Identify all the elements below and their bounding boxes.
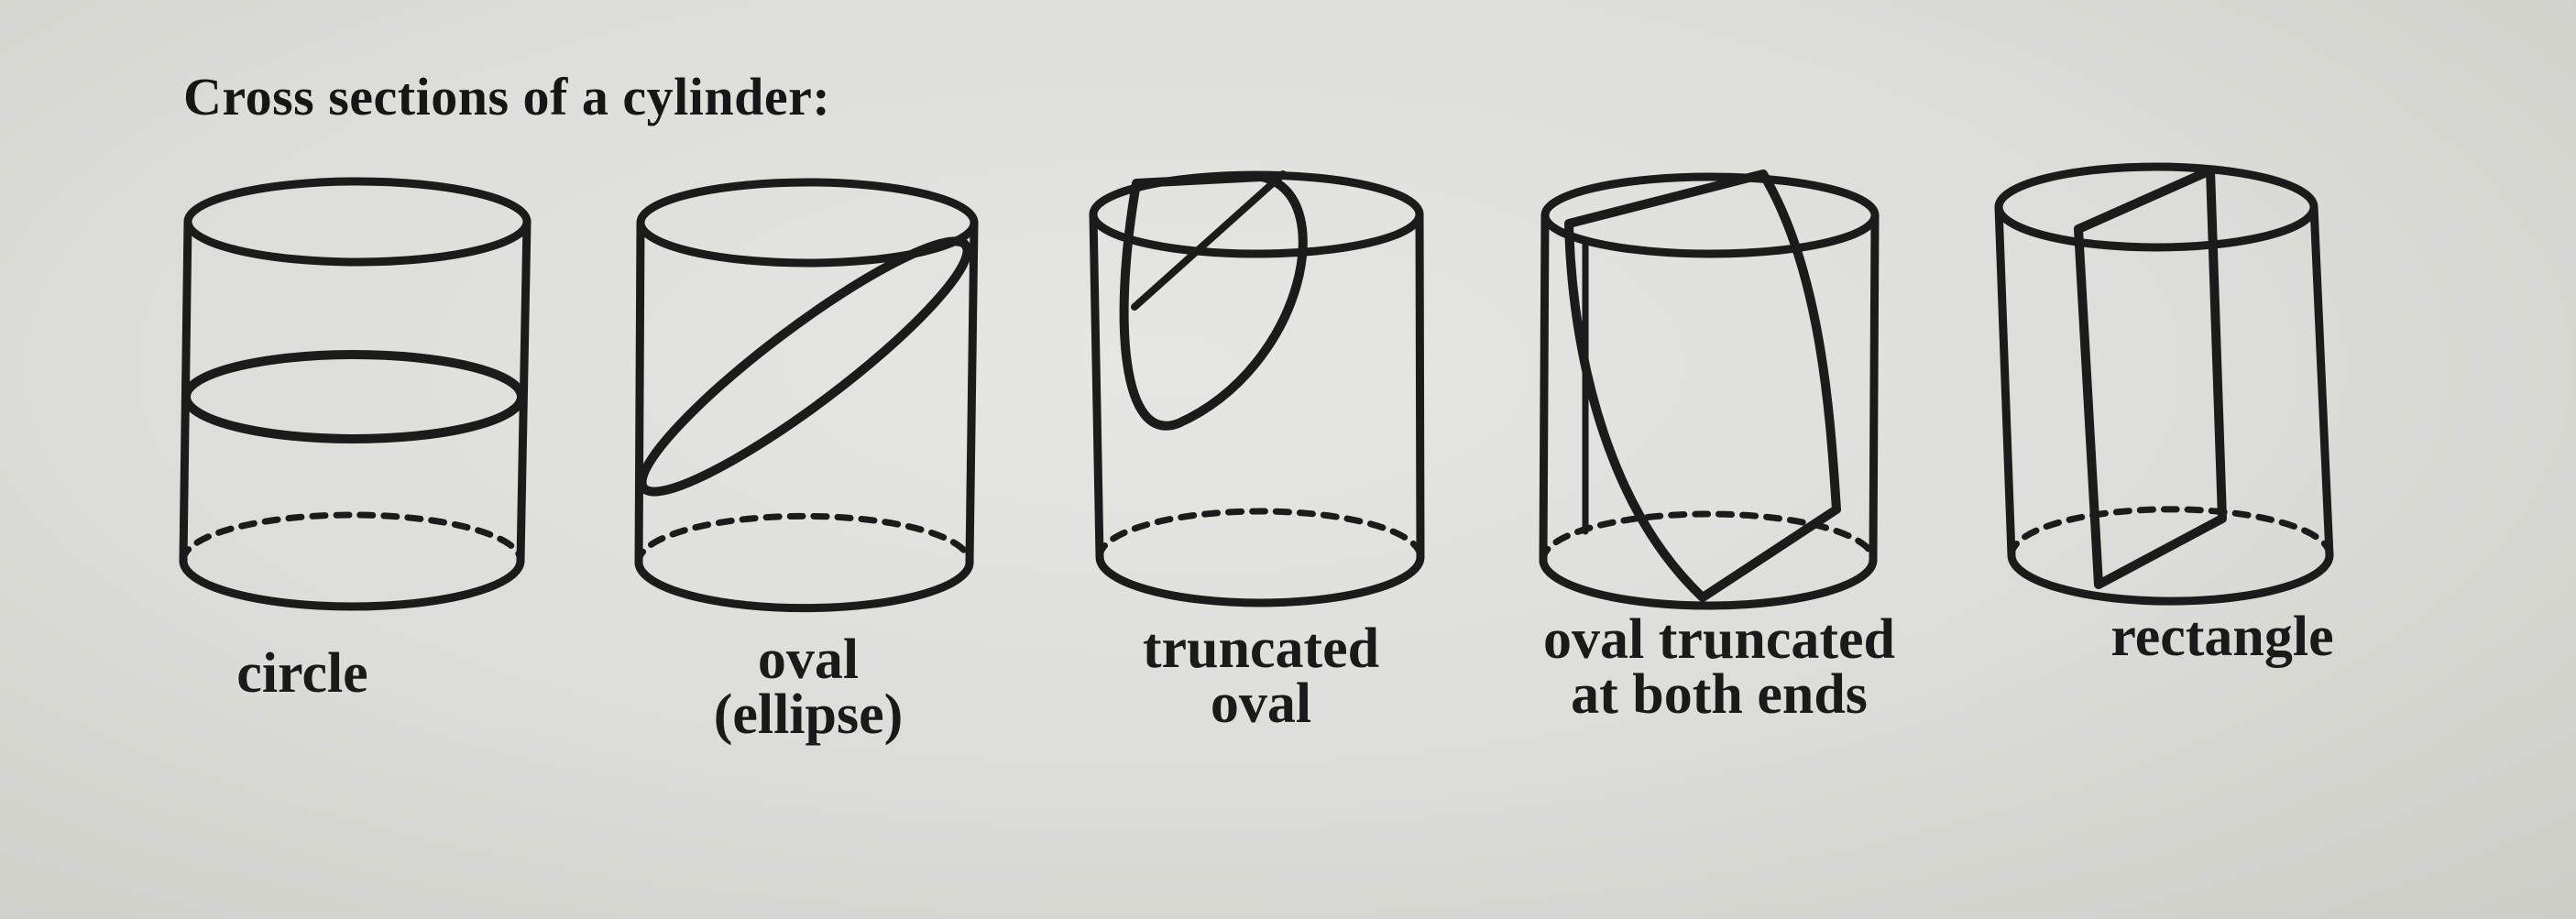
cross-section-truncated-oval <box>1119 172 1308 431</box>
caption-circle: circle <box>236 642 368 705</box>
caption-truncated-oval: truncated oval <box>1142 618 1380 735</box>
cylinder-rectangle <box>1994 162 2334 606</box>
cylinder-truncated-oval <box>1089 170 1425 607</box>
section-heading: Cross sections of a cylinder: <box>183 67 831 126</box>
cylinder-circle <box>179 177 532 611</box>
caption-oval-truncated-both-ends: oval truncated at both ends <box>1542 608 1896 726</box>
cross-section-rectangle <box>2074 166 2227 589</box>
cross-section-circle <box>181 350 526 443</box>
cylinder-oval-truncated-both-ends <box>1539 170 1880 610</box>
cross-section-oval-truncated <box>1564 170 1841 602</box>
caption-rectangle: rectangle <box>2110 606 2334 668</box>
caption-oval: oval (ellipse) <box>713 629 904 746</box>
cross-section-ellipse <box>637 236 972 497</box>
cylinder-oval <box>634 178 979 613</box>
